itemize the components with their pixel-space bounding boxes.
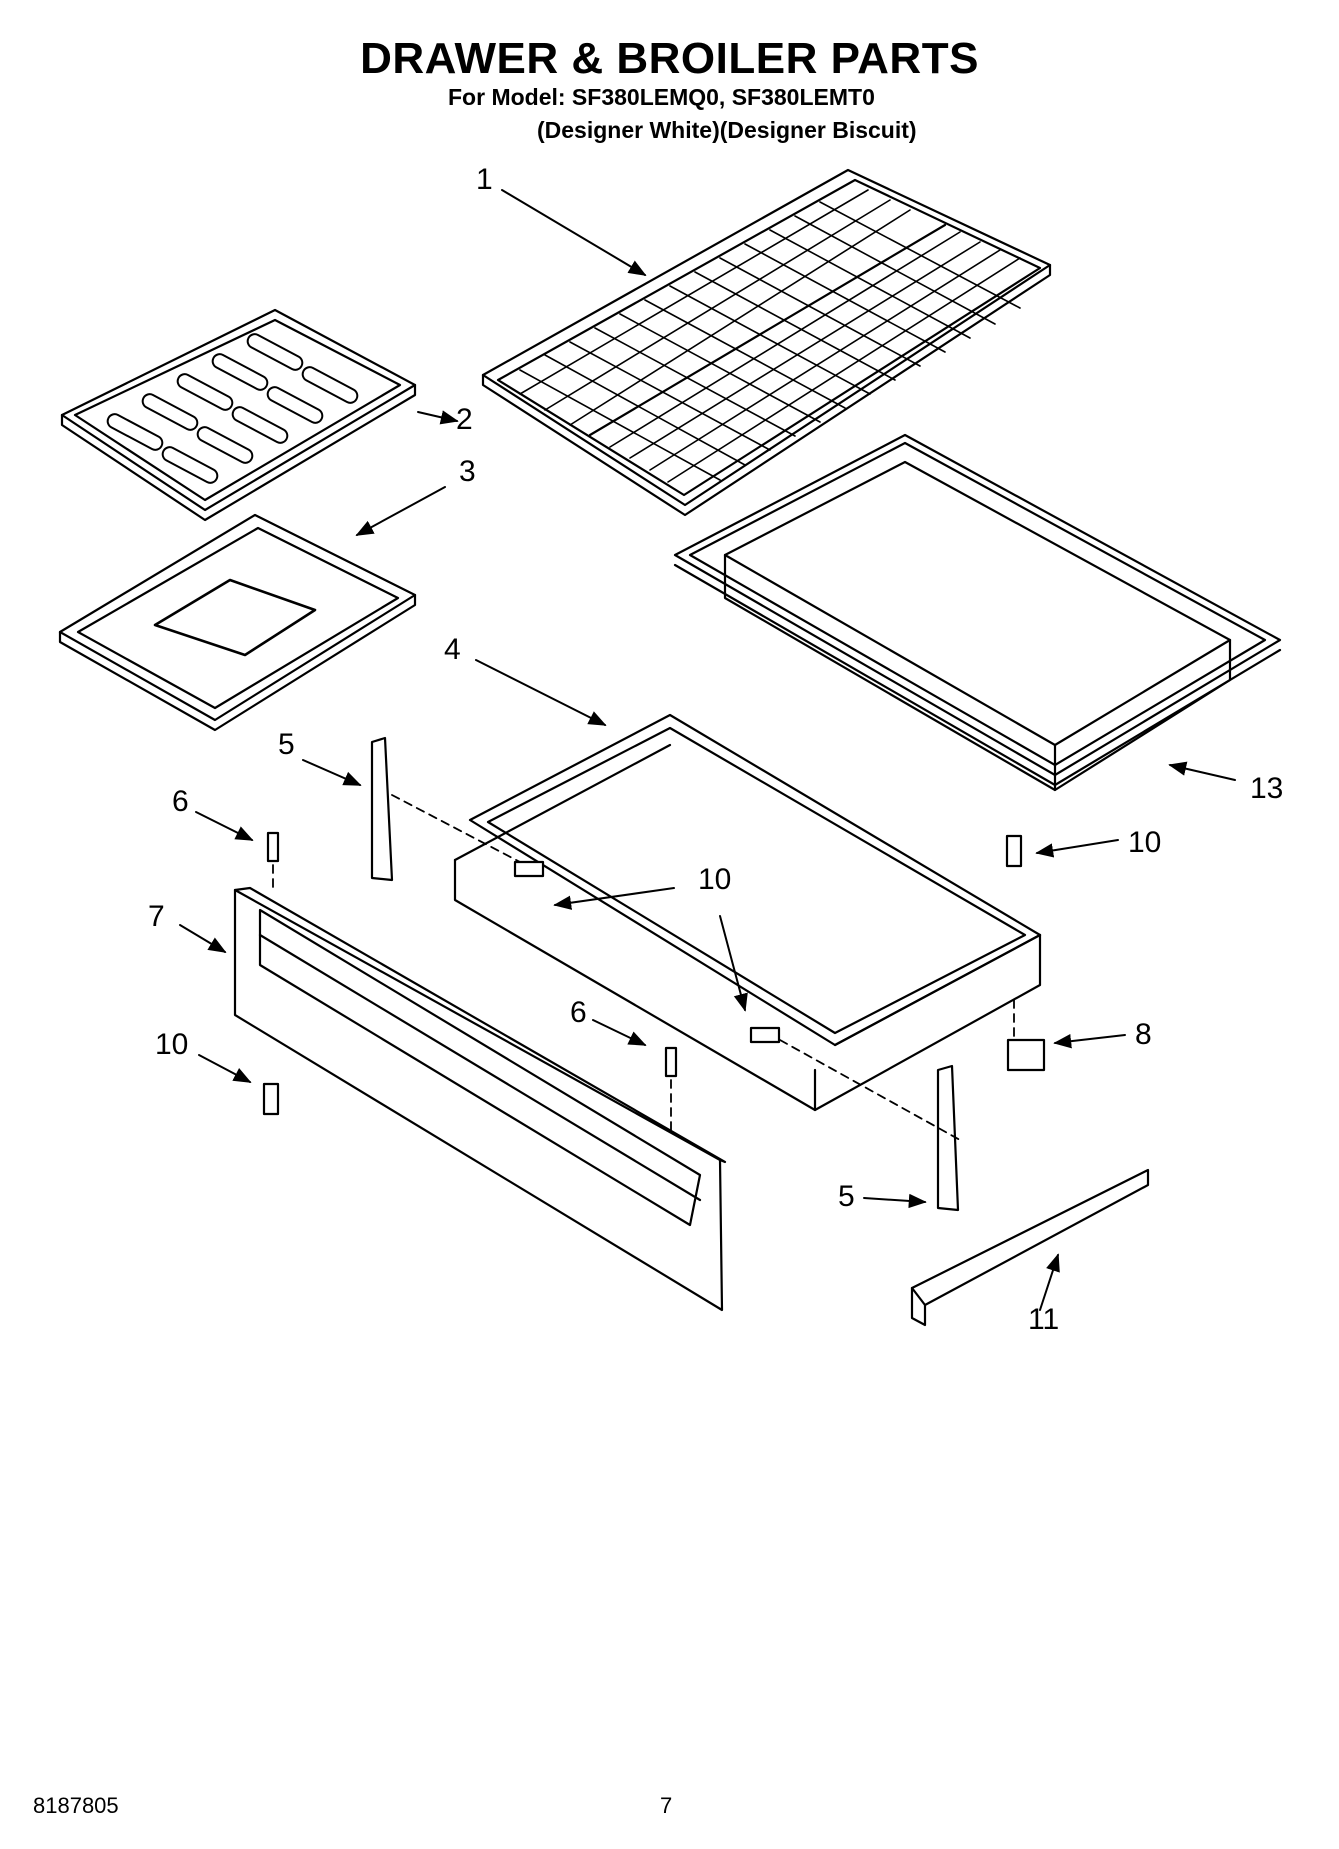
callout-4: 4	[444, 633, 461, 666]
page-title: DRAWER & BROILER PARTS	[360, 34, 979, 83]
callout-6: 6	[570, 996, 587, 1029]
oven-rack-part	[481, 168, 1052, 517]
callout-8: 8	[1135, 1018, 1152, 1051]
slide-rail-part	[910, 1168, 1150, 1327]
pin-part	[266, 831, 280, 863]
screw-part	[1005, 834, 1023, 868]
page-number: 7	[660, 1793, 673, 1818]
screw-part	[749, 1026, 781, 1044]
assembly-lines	[272, 794, 1015, 1141]
pin-part	[664, 1046, 678, 1078]
callout-2: 2	[456, 403, 473, 436]
callout-10: 10	[698, 863, 732, 896]
callout-5: 5	[838, 1180, 855, 1213]
drawer-front-part	[233, 886, 727, 1312]
slide-bracket-right-part	[936, 1064, 960, 1212]
screw-part	[513, 860, 545, 878]
document-number: 8187805	[33, 1793, 119, 1818]
callout-arrows	[179, 189, 1236, 1311]
callout-11: 11	[1028, 1303, 1060, 1336]
broiler-pan-part	[58, 513, 417, 732]
screw-part	[262, 1082, 280, 1116]
drawer-pan-part	[673, 433, 1282, 792]
callout-5: 5	[278, 728, 295, 761]
model-line: For Model: SF380LEMQ0, SF380LEMT0	[448, 84, 875, 110]
fasteners	[262, 831, 1023, 1116]
callout-1: 1	[476, 163, 493, 196]
variant-line: (Designer White)(Designer Biscuit)	[537, 117, 917, 143]
clip-part	[1006, 1038, 1046, 1072]
callout-6: 6	[172, 785, 189, 818]
slide-bracket-left-part	[370, 736, 394, 882]
callout-7: 7	[148, 900, 165, 933]
callout-10: 10	[1128, 826, 1162, 859]
callout-13: 13	[1250, 772, 1284, 805]
callout-10: 10	[155, 1028, 189, 1061]
callout-3: 3	[459, 455, 476, 488]
broiler-grid-part	[60, 308, 417, 522]
drawer-body-part	[453, 713, 1042, 1112]
